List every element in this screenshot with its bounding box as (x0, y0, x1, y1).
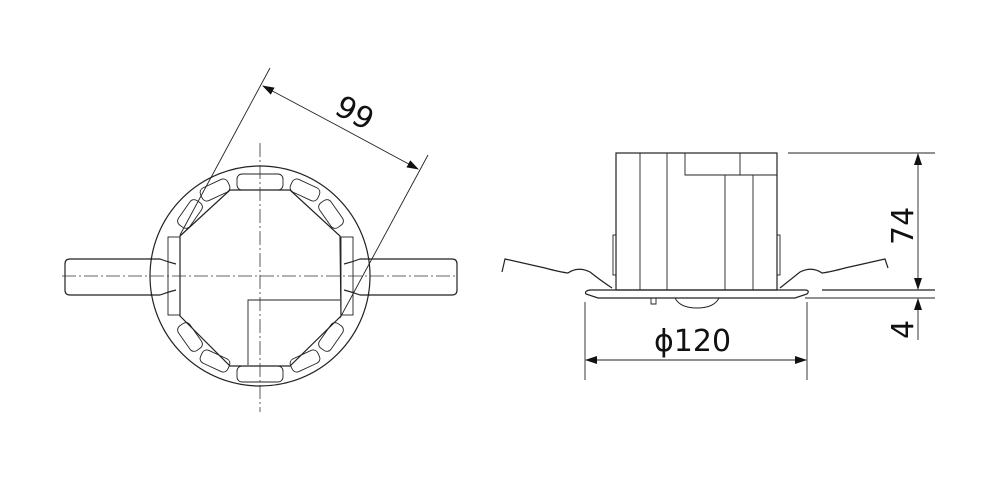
dimension-99-label: 99 (329, 89, 379, 138)
housing-lines (612, 153, 781, 290)
dimension-120-label: ϕ120 (654, 324, 731, 359)
left-pipe (64, 258, 152, 296)
spring-pads (177, 173, 344, 383)
dimension-74-label: 74 (886, 207, 921, 245)
left-pipe-taper (150, 258, 177, 296)
right-spring (779, 258, 889, 289)
right-pipe (368, 258, 458, 296)
lens (650, 297, 720, 309)
extension-line (339, 154, 429, 319)
inner-outline (247, 299, 340, 365)
dimension-4-label: 4 (886, 320, 921, 339)
extension-line (179, 67, 271, 236)
dimension-arrow (339, 126, 419, 170)
flange (584, 289, 809, 299)
top-view: 99 (62, 67, 458, 412)
left-spring (501, 258, 613, 289)
dimension-arrow (262, 85, 341, 128)
right-pipe-taper (343, 258, 370, 296)
inner-body (179, 189, 342, 367)
side-view: 74 4 ϕ120 (501, 152, 935, 380)
